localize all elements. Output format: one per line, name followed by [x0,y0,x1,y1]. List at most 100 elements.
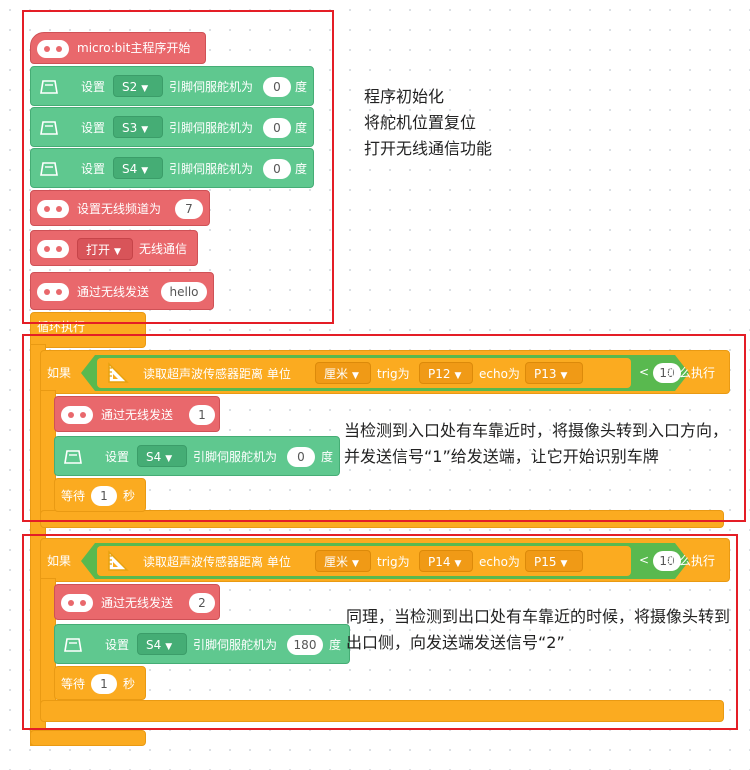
servo-prefix: 设置 [105,450,130,464]
start-block[interactable]: micro:bit主程序开始 [30,32,206,64]
servo-prefix: 设置 [105,638,130,652]
loop-block-bottom [30,730,146,746]
servo-middle: 引脚伺服舵机为 [193,450,278,464]
servo-set-block-s2[interactable]: 设置 S2▼ 引脚伺服舵机为 0 度 [30,66,314,106]
wait-label: 等待 [61,489,86,503]
send-number-input[interactable]: 2 [189,593,215,613]
if-block-1-bottom [40,510,724,528]
angle-input[interactable]: 0 [263,77,291,97]
servo-set-block-if2[interactable]: 设置 S4▼ 引脚伺服舵机为 180 度 [54,624,350,664]
wait-block-1[interactable]: 等待 1 秒 [54,478,146,512]
servo-set-block-if1[interactable]: 设置 S4▼ 引脚伺服舵机为 0 度 [54,436,340,476]
servo-set-block-s3[interactable]: 设置 S3▼ 引脚伺服舵机为 0 度 [30,107,314,147]
servo-icon [40,80,58,94]
dropdown-arrow-icon: ▼ [141,125,149,135]
wait-label: 等待 [61,677,86,691]
angle-input[interactable]: 0 [263,118,291,138]
trig-pin-dropdown[interactable]: P14▼ [419,550,473,572]
unit-dropdown[interactable]: 厘米▼ [315,362,371,384]
trig-label: trig为 [377,367,410,381]
dropdown-arrow-icon: ▼ [114,247,121,257]
wait-block-2[interactable]: 等待 1 秒 [54,666,146,700]
radio-send-block-2[interactable]: 通过无线发送 2 [54,584,220,620]
wait-input[interactable]: 1 [91,486,117,506]
compare-operator: < [639,365,650,379]
radio-send-label: 通过无线发送 [101,596,174,610]
init-note-line-3: 打开无线通信功能 [364,139,493,158]
echo-pin-dropdown[interactable]: P13▼ [525,362,583,384]
angle-input[interactable]: 0 [287,447,315,467]
servo-suffix: 度 [321,450,334,464]
dropdown-arrow-icon: ▼ [165,642,173,652]
trig-label: trig为 [377,555,410,569]
threshold-input[interactable]: 10 [653,363,681,383]
servo-prefix: 设置 [81,80,106,94]
init-note-line-2: 将舵机位置复位 [364,113,477,132]
microbit-icon [61,594,93,612]
pin-dropdown[interactable]: S4▼ [137,445,187,467]
echo-label: echo为 [479,367,520,381]
then-label: 那么执行 [667,554,716,568]
then-label: 那么执行 [667,366,716,380]
radio-channel-block[interactable]: 设置无线频道为 7 [30,190,210,226]
microbit-icon [37,283,69,301]
condition-compare[interactable]: 读取超声波传感器距离 单位 厘米▼ trig为 P14▼ echo为 P15▼ … [81,543,689,579]
pin-dropdown[interactable]: S3▼ [113,116,163,138]
wait-unit: 秒 [123,677,136,691]
if-block-1-top[interactable]: 如果 读取超声波传感器距离 单位 厘米▼ trig为 P12▼ echo为 P1… [40,350,730,394]
ruler-icon [105,548,131,574]
setup-highlight-box [22,10,334,324]
if-block-2-top[interactable]: 如果 读取超声波传感器距离 单位 厘米▼ trig为 P14▼ echo为 P1… [40,538,730,582]
radio-send-block[interactable]: 通过无线发送 hello [30,272,214,310]
unit-dropdown[interactable]: 厘米▼ [315,550,371,572]
dropdown-arrow-icon: ▼ [352,559,359,569]
servo-set-block-s4[interactable]: 设置 S4▼ 引脚伺服舵机为 0 度 [30,148,314,188]
angle-input[interactable]: 0 [263,159,291,179]
start-label: micro:bit主程序开始 [77,41,191,55]
radio-send-label: 通过无线发送 [77,285,150,299]
servo-suffix: 度 [295,162,308,176]
channel-input[interactable]: 7 [175,199,203,219]
sensor-label: 读取超声波传感器距离 单位 [143,555,291,569]
servo-icon [40,121,58,135]
send-text-input[interactable]: hello [161,282,207,302]
sensor-reporter[interactable]: 读取超声波传感器距离 单位 厘米▼ trig为 P14▼ echo为 P15▼ [97,546,631,576]
dropdown-arrow-icon: ▼ [454,559,462,569]
dropdown-arrow-icon: ▼ [560,371,568,381]
condition-compare[interactable]: 读取超声波传感器距离 单位 厘米▼ trig为 P12▼ echo为 P13▼ … [81,355,689,391]
compare-operator: < [639,553,650,567]
if1-highlight-box [22,334,746,522]
trig-pin-dropdown[interactable]: P12▼ [419,362,473,384]
wait-unit: 秒 [123,489,136,503]
loop-block-top[interactable]: 循环执行 [30,312,146,348]
servo-middle: 引脚伺服舵机为 [169,162,254,176]
threshold-input[interactable]: 10 [653,551,681,571]
radio-toggle-dropdown[interactable]: 打开▼ [77,238,133,260]
servo-middle: 引脚伺服舵机为 [169,80,254,94]
microbit-icon [37,240,69,258]
microbit-icon [37,200,69,218]
dropdown-arrow-icon: ▼ [141,166,149,176]
dropdown-arrow-icon: ▼ [141,84,149,94]
echo-pin-dropdown[interactable]: P15▼ [525,550,583,572]
init-note: 程序初始化 将舵机位置复位 打开无线通信功能 [364,84,492,162]
dropdown-arrow-icon: ▼ [454,371,462,381]
pin-dropdown[interactable]: S4▼ [137,633,187,655]
wait-input[interactable]: 1 [91,674,117,694]
send-number-input[interactable]: 1 [189,405,215,425]
radio-send-block-1[interactable]: 通过无线发送 1 [54,396,220,432]
servo-suffix: 度 [295,121,308,135]
angle-input[interactable]: 180 [287,635,323,655]
servo-suffix: 度 [329,638,342,652]
servo-icon [64,450,82,464]
servo-prefix: 设置 [81,121,106,135]
if-label: 如果 [47,554,72,568]
pin-dropdown[interactable]: S4▼ [113,157,163,179]
if-label: 如果 [47,366,72,380]
ruler-icon [105,360,131,386]
radio-toggle-block[interactable]: 打开▼ 无线通信 [30,230,198,266]
sensor-reporter[interactable]: 读取超声波传感器距离 单位 厘米▼ trig为 P12▼ echo为 P13▼ [97,358,631,388]
echo-label: echo为 [479,555,520,569]
pin-dropdown[interactable]: S2▼ [113,75,163,97]
radio-channel-label: 设置无线频道为 [77,202,162,216]
